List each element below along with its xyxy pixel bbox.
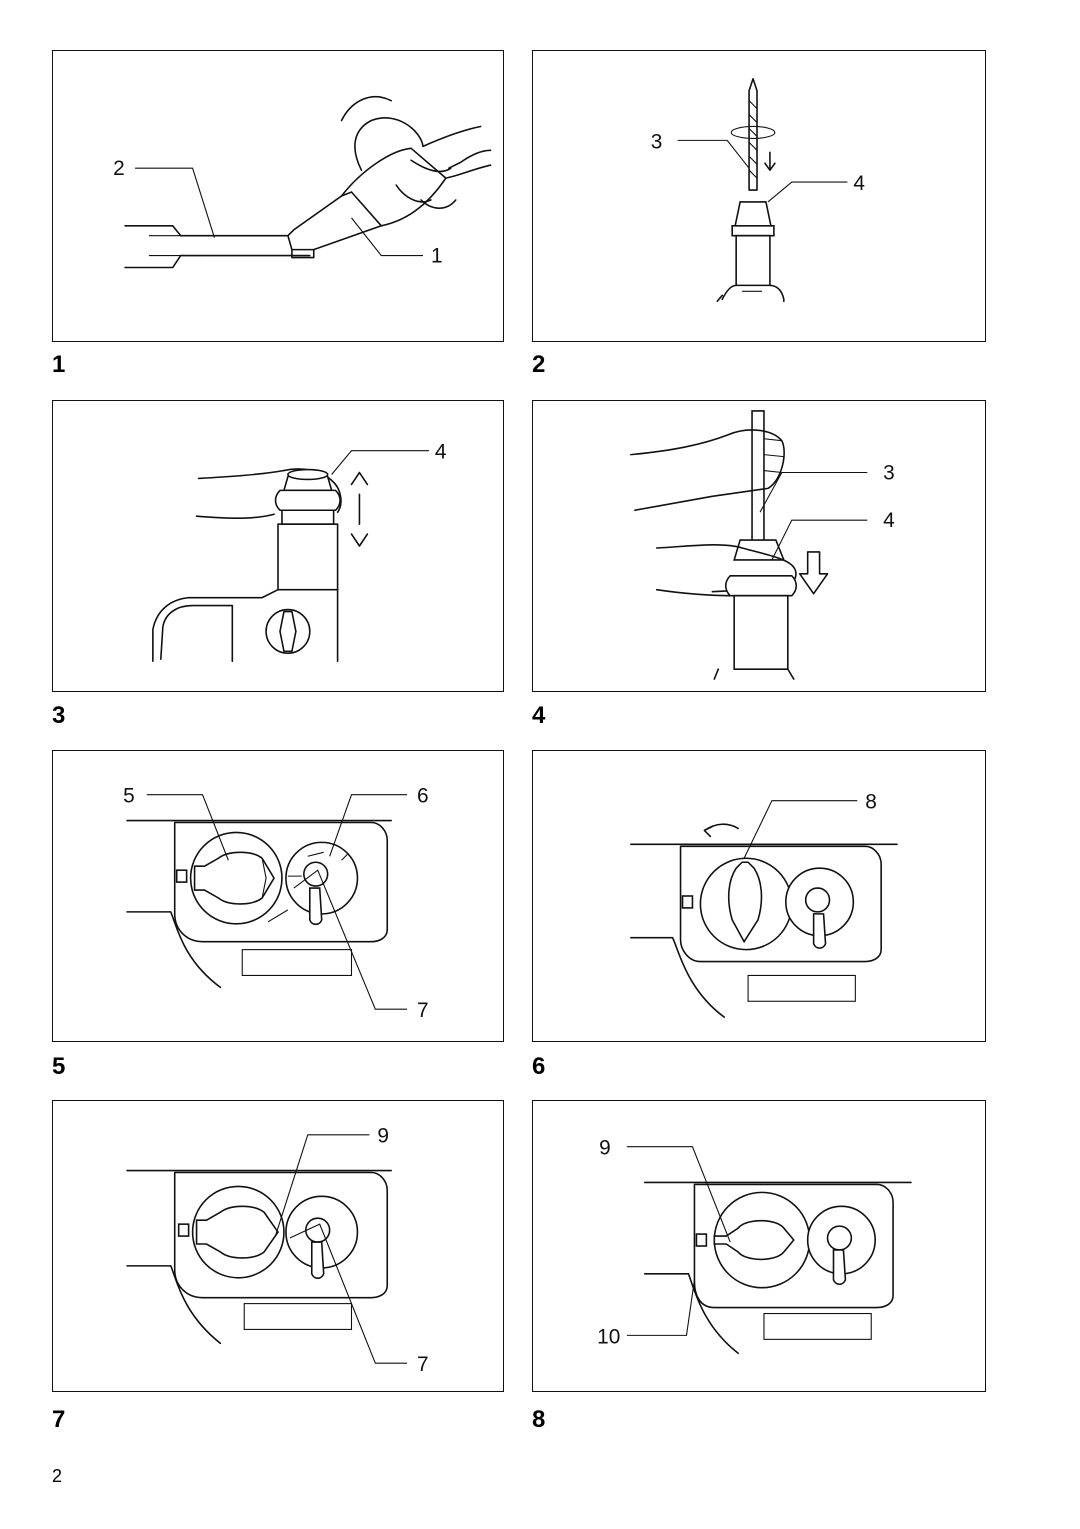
- figure-5-callout-5: 5: [123, 785, 135, 808]
- figure-2-number: 2: [532, 351, 546, 378]
- figure-8-number: 8: [532, 1406, 546, 1433]
- figure-1-panel: 2 1: [52, 50, 504, 342]
- figure-6-illustration: 8: [630, 791, 898, 1018]
- figure-5-callout-6: 6: [417, 785, 429, 808]
- figure-7-number: 7: [52, 1406, 66, 1433]
- figure-6-number: 6: [532, 1053, 546, 1080]
- figure-4-callout-4: 4: [883, 509, 895, 532]
- figure-5-panel: 5 6 7: [52, 750, 504, 1042]
- figure-8-illustration: 9 10: [597, 1137, 912, 1355]
- figure-3-panel: 4: [52, 400, 504, 692]
- figure-7-callout-9: 9: [377, 1125, 389, 1148]
- figure-1-callout-1: 1: [431, 245, 443, 268]
- figure-7-panel: 9 7: [52, 1100, 504, 1392]
- figure-3-illustration: 4: [152, 441, 447, 662]
- figure-7-callout-7: 7: [417, 1353, 429, 1376]
- figure-7-illustration: 9 7: [126, 1125, 429, 1376]
- figure-8-callout-10: 10: [597, 1325, 620, 1348]
- figure-4-callout-3: 3: [883, 461, 895, 484]
- figure-5-illustration: 5 6 7: [123, 785, 429, 1023]
- figure-4-illustration: 3 4: [630, 410, 895, 680]
- figure-5-callout-7: 7: [417, 999, 429, 1022]
- figure-2-callout-3: 3: [651, 130, 663, 153]
- figure-1-callout-2: 2: [113, 157, 125, 180]
- figure-6-panel: 8: [532, 750, 986, 1042]
- figure-6-callout-8: 8: [865, 791, 877, 814]
- figure-8-callout-9: 9: [599, 1137, 611, 1160]
- figure-1-illustration: 2 1: [113, 96, 492, 269]
- figure-1-number: 1: [52, 351, 66, 378]
- figure-4-number: 4: [532, 702, 546, 729]
- figure-2-callout-4: 4: [853, 172, 865, 195]
- figure-2-panel: 3 4: [532, 50, 986, 342]
- figure-4-panel: 3 4: [532, 400, 986, 692]
- figure-3-number: 3: [52, 702, 66, 729]
- page-number: 2: [52, 1466, 63, 1486]
- figure-3-callout-4: 4: [435, 441, 447, 464]
- figure-2-illustration: 3 4: [651, 78, 865, 303]
- figure-5-number: 5: [52, 1053, 66, 1080]
- figure-8-panel: 9 10: [532, 1100, 986, 1392]
